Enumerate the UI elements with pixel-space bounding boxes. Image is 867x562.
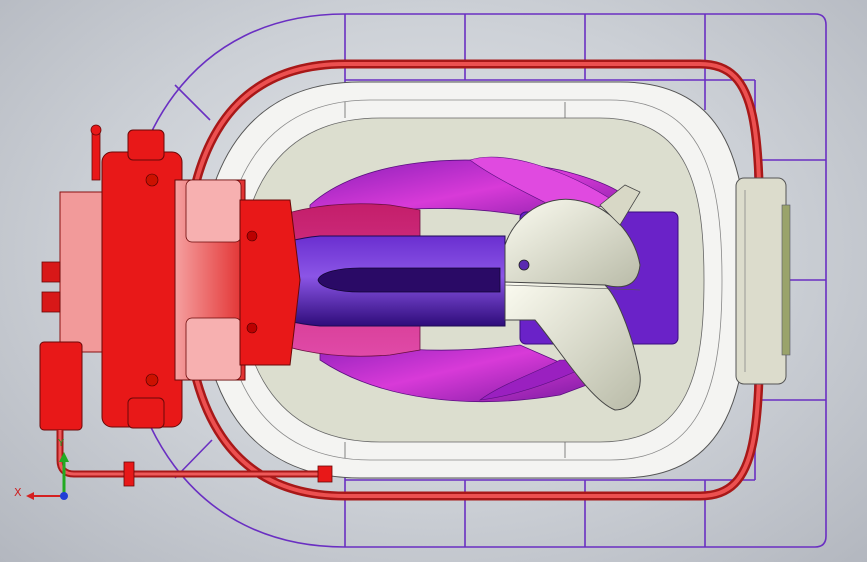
z-axis-dot xyxy=(60,492,68,500)
tube-rail xyxy=(180,59,765,501)
y-axis-label: Y xyxy=(58,438,65,449)
propeller-hub xyxy=(231,235,506,327)
axis-triad xyxy=(26,452,69,500)
propeller xyxy=(504,184,641,411)
x-axis-label: X xyxy=(14,486,22,499)
right-bracket xyxy=(735,177,791,385)
drive-motor xyxy=(39,124,301,431)
y-axis-label-box: Y xyxy=(58,438,64,449)
triad-labels: X xyxy=(14,486,22,499)
